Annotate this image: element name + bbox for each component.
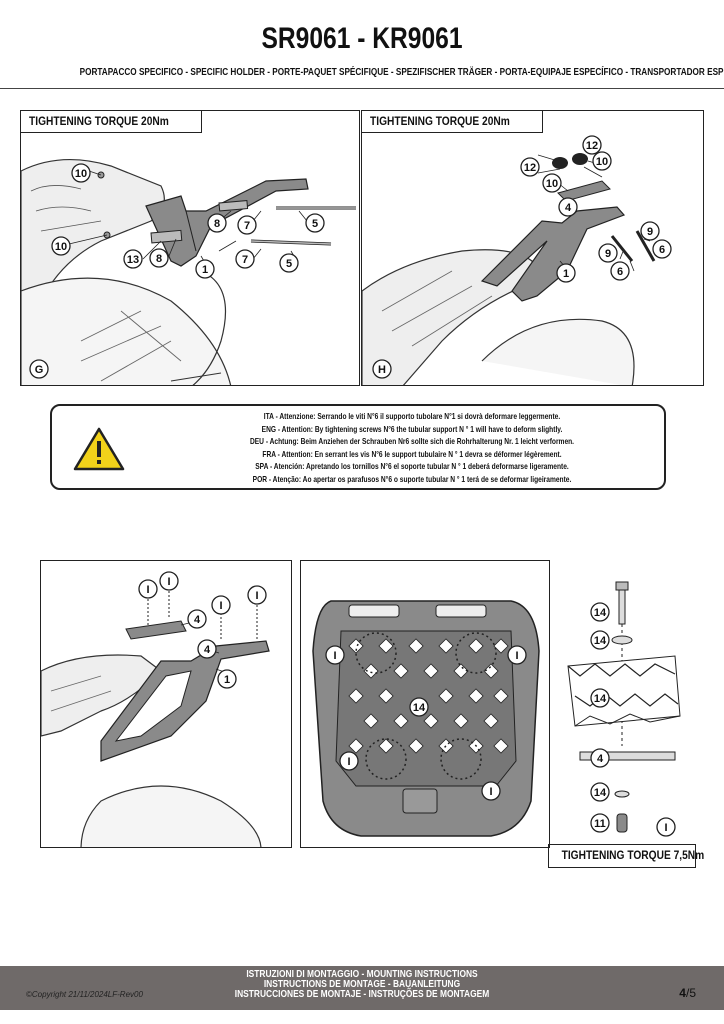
callout: 10 bbox=[55, 241, 67, 253]
callout: 4 bbox=[597, 753, 604, 765]
step-i-rack-callouts: I I I I 4 4 1 bbox=[138, 571, 267, 689]
step-g-illustration: 10 10 13 8 8 7 7 5 5 1 G bbox=[21, 159, 356, 385]
warning-icon bbox=[73, 427, 125, 471]
step-i-fastener-illustration: 14 14 14 4 14 11 I bbox=[567, 581, 681, 837]
callout: 7 bbox=[242, 254, 248, 266]
warning-line-ita: ITA - Attenzione: Serrando le viti N°6 i… bbox=[263, 411, 561, 421]
callout: 5 bbox=[286, 258, 292, 270]
step-i-fastener-callouts: 14 14 14 4 14 11 I bbox=[590, 602, 676, 837]
callout: 10 bbox=[75, 168, 87, 180]
callout: 14 bbox=[594, 607, 607, 619]
warning-box: ITA - Attenzione: Serrando le viti N°6 i… bbox=[50, 404, 666, 490]
step-i-topcase-illustration: I I I I 14 bbox=[312, 600, 540, 837]
callout: I bbox=[347, 756, 350, 768]
footer-line-2: INSTRUCTIONS DE MONTAGE - BAUANLEITUNG bbox=[263, 978, 461, 990]
callout: 1 bbox=[224, 674, 230, 686]
page-number: 4/5 bbox=[679, 986, 696, 1000]
step-h-panel: 12 12 10 10 4 9 9 6 6 1 H TIGHTENING TOR… bbox=[361, 110, 704, 386]
callout: I bbox=[146, 584, 149, 596]
step-h-illustration: 12 12 10 10 4 9 9 6 6 1 H bbox=[362, 135, 672, 385]
warning-line-eng: ENG - Attention: By tightening screws N°… bbox=[261, 423, 563, 434]
footer-bar: ISTRUZIONI DI MONTAGGIO - MOUNTING INSTR… bbox=[0, 966, 724, 1010]
callout: 12 bbox=[586, 140, 598, 152]
step-i-topcase-panel: I I I I 14 bbox=[300, 560, 550, 848]
callout: 12 bbox=[524, 162, 536, 174]
callout: I bbox=[219, 600, 222, 612]
warning-line-deu: DEU - Achtung: Beim Anziehen der Schraub… bbox=[249, 436, 575, 447]
step-g-letter: G bbox=[35, 364, 44, 376]
step-h-letter: H bbox=[378, 364, 386, 376]
callout: 10 bbox=[596, 156, 608, 168]
step-g-torque-label: TIGHTENING TORQUE 20Nm bbox=[21, 111, 203, 133]
callout: 9 bbox=[605, 248, 611, 260]
callout: 11 bbox=[594, 818, 606, 830]
callout: 10 bbox=[546, 178, 558, 190]
callout: 1 bbox=[202, 264, 208, 276]
header-divider bbox=[0, 88, 724, 89]
step-g-panel: 10 10 13 8 8 7 7 5 5 1 G TIGHTENING TORQ… bbox=[20, 110, 360, 386]
callout: I bbox=[167, 576, 170, 588]
step-h-callouts: 12 12 10 10 4 9 9 6 6 1 H bbox=[372, 135, 672, 379]
callout: I bbox=[515, 650, 518, 662]
callout: 5 bbox=[312, 218, 318, 230]
document-title: SR9061 - KR9061 bbox=[261, 22, 463, 55]
callout: 14 bbox=[413, 702, 426, 714]
callout: I bbox=[489, 786, 492, 798]
footer-line-1: ISTRUZIONI DI MONTAGGIO - MOUNTING INSTR… bbox=[246, 968, 478, 980]
footer-line-3: INSTRUCCIONES DE MONTAJE - INSTRUÇÕES DE… bbox=[234, 988, 490, 1000]
callout: 7 bbox=[244, 220, 250, 232]
callout: I bbox=[255, 590, 258, 602]
step-h-torque-label: TIGHTENING TORQUE 20Nm bbox=[362, 111, 544, 133]
callout: 8 bbox=[156, 253, 162, 265]
callout: 14 bbox=[594, 635, 607, 647]
step-i-topcase-callouts: I I I I 14 bbox=[325, 645, 527, 801]
callout: 14 bbox=[594, 693, 607, 705]
warning-line-fra: FRA - Attention: En serrant les vis N°6 … bbox=[262, 448, 562, 459]
fastener-torque-label: TIGHTENING TORQUE 7,5Nm bbox=[548, 844, 704, 868]
callout: I bbox=[664, 822, 667, 834]
warning-line-por: POR - Atenção: Ao apertar os parafusos N… bbox=[252, 473, 572, 484]
callout: 6 bbox=[617, 266, 623, 278]
document-subtitle: PORTAPACCO SPECIFICO - SPECIFIC HOLDER -… bbox=[79, 66, 724, 78]
callout: 13 bbox=[127, 254, 139, 266]
step-g-callouts: 10 10 13 8 8 7 7 5 5 1 G bbox=[29, 163, 325, 379]
step-i-rack-panel: I I I I 4 4 1 bbox=[40, 560, 292, 848]
callout: 8 bbox=[214, 218, 220, 230]
grid-holes bbox=[348, 638, 509, 754]
warning-line-spa: SPA - Atención: Apretando los tornillos … bbox=[255, 461, 569, 472]
callout: 4 bbox=[204, 644, 211, 656]
callout: 4 bbox=[194, 614, 201, 626]
copyright-text: ©Copyright 21/11/2024LF-Rev00 bbox=[26, 990, 143, 999]
callout: 14 bbox=[594, 787, 607, 799]
callout: 4 bbox=[565, 202, 572, 214]
callout: 1 bbox=[563, 268, 569, 280]
step-i-rack-illustration: I I I I 4 4 1 bbox=[41, 571, 270, 847]
callout: I bbox=[333, 650, 336, 662]
callout: 9 bbox=[647, 226, 653, 238]
callout: 6 bbox=[659, 244, 665, 256]
